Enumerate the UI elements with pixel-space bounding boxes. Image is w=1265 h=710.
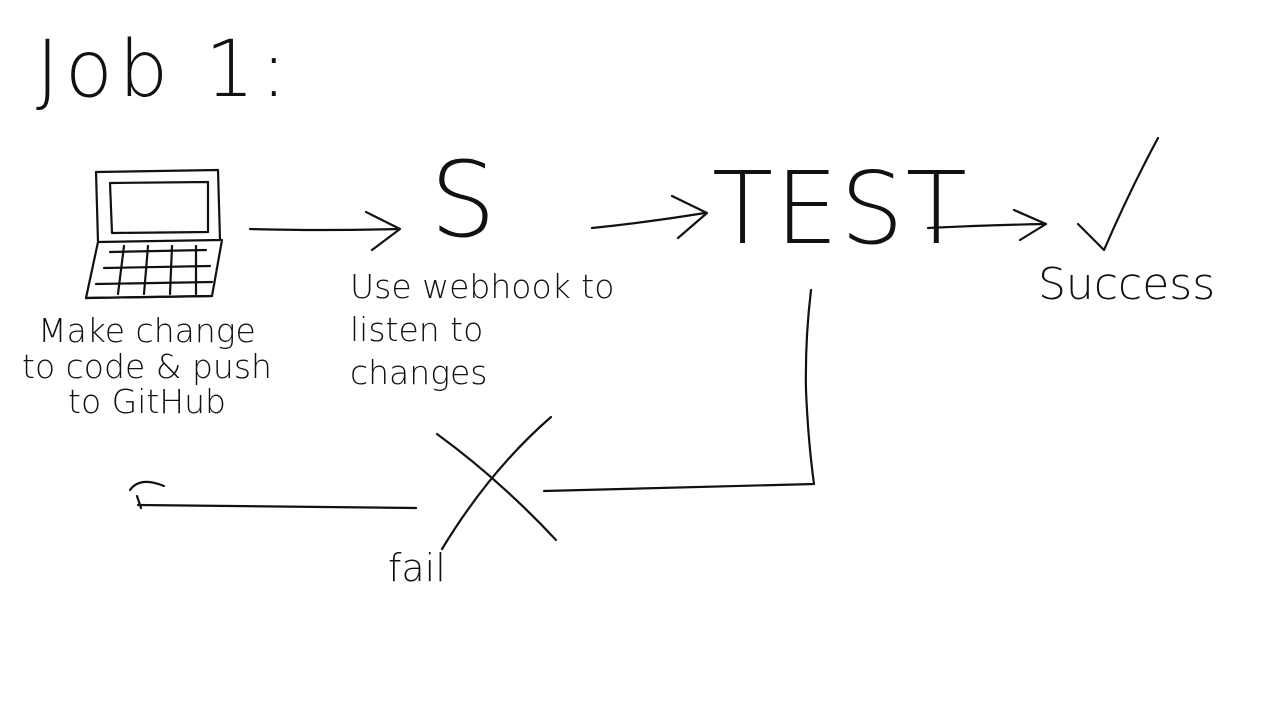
s-glyph: S [430,139,497,261]
arrow-webhook-to-test [590,194,709,240]
diagram-title: Job 1: [36,25,293,115]
arrow-test-to-success [926,208,1048,242]
cross-icon [435,415,558,551]
fail-label: fail [388,546,446,590]
test-label: TEST [712,150,969,267]
success-label: Success [1038,259,1216,310]
connector-test-to-fail [542,288,816,493]
laptop-label: Make change to code & push to GitHub [22,311,272,422]
arrow-laptop-to-webhook [248,210,402,252]
checkmark-icon [1076,136,1160,252]
arrow-fail-to-laptop [128,480,418,510]
laptop-icon [84,168,224,300]
webhook-label: Use webhook to listen to changes [350,267,615,392]
